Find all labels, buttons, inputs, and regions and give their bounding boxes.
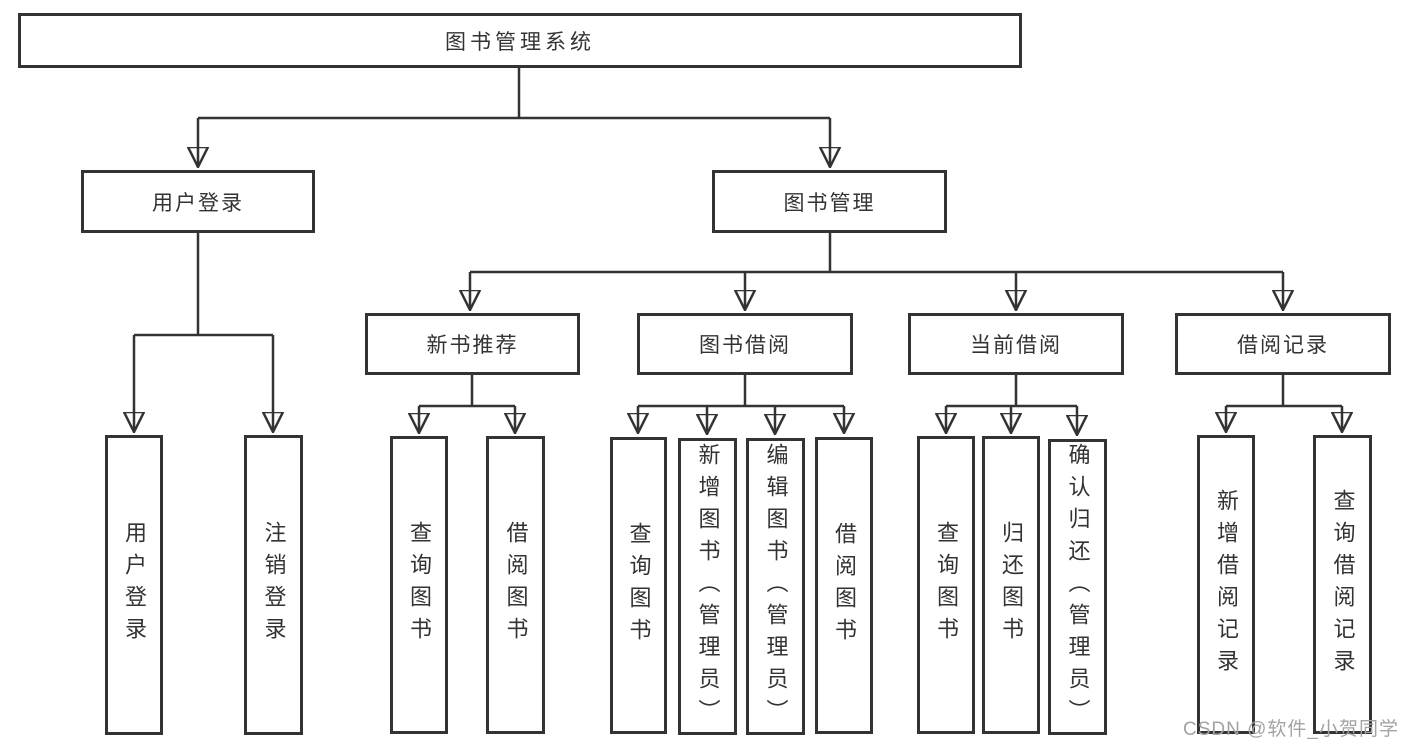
- leaf-query-borrow-record: 查询借阅记录: [1313, 435, 1372, 734]
- watermark: CSDN @软件_小贺同学: [1183, 719, 1399, 740]
- node-label: 借阅记录: [1237, 334, 1329, 357]
- node-label: 归还图书: [999, 521, 1024, 649]
- node-label: 查询图书: [934, 521, 959, 649]
- leaf-logout: 注销登录: [244, 435, 303, 735]
- node-label: 用户登录: [122, 521, 147, 649]
- node-label: 确认归还（管理员）: [1065, 443, 1091, 731]
- node-label: 注销登录: [261, 521, 287, 649]
- node-book-management: 图书管理: [712, 170, 947, 233]
- node-label: 查询图书: [407, 521, 432, 649]
- leaf-add-books-admin: 新增图书（管理员）: [678, 438, 737, 735]
- node-borrowing-records: 借阅记录: [1175, 313, 1391, 375]
- leaf-return-books: 归还图书: [982, 436, 1040, 734]
- leaf-edit-books-admin: 编辑图书（管理员）: [746, 438, 805, 735]
- node-current-borrowing: 当前借阅: [908, 313, 1124, 375]
- leaf-user-login: 用户登录: [105, 435, 163, 735]
- node-label: 查询图书: [626, 521, 652, 650]
- node-label: 借阅图书: [832, 521, 857, 650]
- node-label: 编辑图书（管理员）: [763, 442, 789, 731]
- node-label: 图书借阅: [699, 334, 791, 357]
- node-label: 当前借阅: [970, 334, 1062, 357]
- node-label: 借阅图书: [503, 521, 529, 649]
- node-label: 图书管理系统: [445, 30, 595, 54]
- node-label: 查询借阅记录: [1330, 488, 1356, 681]
- leaf-confirm-return-admin: 确认归还（管理员）: [1048, 439, 1107, 735]
- leaf-borrow-books-2: 借阅图书: [815, 437, 873, 734]
- node-label: 新增借阅记录: [1214, 488, 1239, 681]
- leaf-query-books-1: 查询图书: [390, 436, 448, 734]
- leaf-query-books-2: 查询图书: [610, 437, 667, 734]
- node-new-book-recommend: 新书推荐: [365, 313, 580, 375]
- node-root: 图书管理系统: [18, 13, 1022, 68]
- leaf-borrow-books-1: 借阅图书: [486, 436, 545, 734]
- node-label: 新增图书（管理员）: [695, 442, 721, 731]
- node-book-borrowing: 图书借阅: [637, 313, 853, 375]
- leaf-query-books-3: 查询图书: [917, 436, 975, 734]
- node-label: 用户登录: [152, 191, 244, 215]
- leaf-add-borrow-record: 新增借阅记录: [1197, 435, 1255, 734]
- node-label: 图书管理: [783, 191, 876, 215]
- tree-edges: [134, 68, 1342, 408]
- node-user-login: 用户登录: [81, 170, 315, 233]
- node-label: 新书推荐: [426, 334, 519, 357]
